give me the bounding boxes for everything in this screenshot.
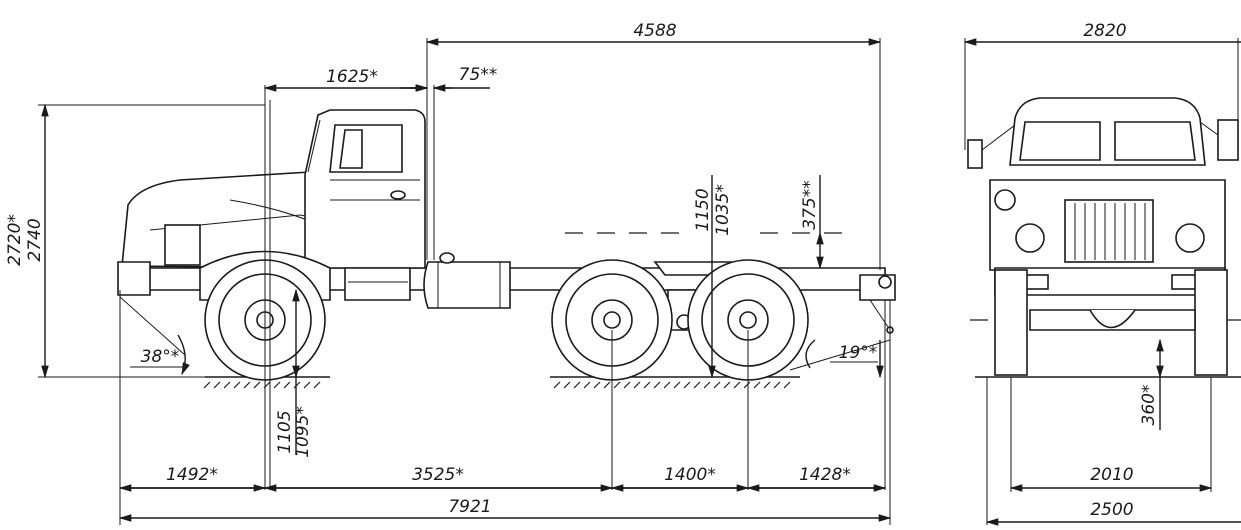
- dim-axle-clearance: 360*: [1139, 338, 1164, 430]
- coupling-height-2-label: 1035*: [713, 184, 733, 236]
- rear-overhang-label: 1428*: [799, 465, 851, 485]
- coupling-height-1-label: 1150: [693, 188, 713, 231]
- dim-clearance: 1105 1095*: [275, 288, 313, 458]
- dim-cab: 1625* 75**: [263, 65, 498, 92]
- bogie-spacing-label: 1400*: [664, 465, 716, 485]
- dim-overall-width: 2500: [985, 377, 1241, 526]
- front-left-tire: [994, 269, 1028, 376]
- dim-segments: 1492* 3525* 1400* 1428*: [118, 465, 887, 492]
- dim-frame-length: 4588: [425, 21, 882, 46]
- frame-length-label: 4588: [633, 21, 676, 41]
- fuel-tank: [423, 261, 511, 309]
- dim-departure-angle: 19°*: [805, 339, 884, 379]
- wheelbase-label: 3525*: [412, 465, 464, 485]
- right-mirror: [1217, 119, 1239, 161]
- right-headlight: [1175, 223, 1205, 253]
- dim-overall-length: 7921: [118, 497, 892, 522]
- overall-width-label: 2500: [1090, 500, 1133, 520]
- front-right-tire: [1194, 269, 1228, 376]
- left-headlight: [1015, 223, 1045, 253]
- dim-track-width: 2010: [1009, 377, 1213, 492]
- engine-hood: [121, 171, 331, 269]
- dim-frame-height: 375**: [800, 175, 824, 270]
- approach-angle-label: 38°*: [141, 347, 180, 367]
- side-view: 7921 1492* 3525* 1400* 1428* 4588 1625*: [5, 21, 896, 525]
- mirror-width-label: 2820: [1083, 21, 1126, 41]
- frame-height-label: 375**: [800, 180, 820, 229]
- dim-heights: 2720* 2740: [5, 103, 49, 379]
- truck-front: [967, 97, 1239, 376]
- cab-length-label: 1625*: [326, 67, 378, 87]
- dim-coupling: 1150 1035*: [693, 175, 733, 379]
- axle-clearance-label: 360*: [1139, 385, 1159, 426]
- clearance-2-label: 1095*: [293, 406, 313, 458]
- radiator-grille: [1064, 199, 1154, 263]
- height-loaded-label: 2720*: [5, 214, 25, 266]
- track-width-label: 2010: [1090, 465, 1133, 485]
- clearance-1-label: 1105: [275, 410, 295, 453]
- departure-angle-label: 19°*: [839, 343, 878, 363]
- front-bumper: [117, 261, 151, 296]
- dim-approach-angle: 38°*: [130, 334, 190, 376]
- rear-wheel: [687, 259, 809, 381]
- left-mirror: [967, 139, 983, 169]
- front-overhang-label: 1492*: [166, 465, 218, 485]
- ground-line: [203, 376, 800, 389]
- cab-steps: [344, 267, 411, 301]
- extension-lines: [38, 38, 891, 525]
- front-view: 2820: [963, 21, 1241, 526]
- truck-side: [117, 109, 896, 371]
- middle-wheel: [551, 259, 673, 381]
- height-total-label: 2740: [25, 218, 45, 261]
- overall-length-label: 7921: [448, 497, 491, 517]
- cab-gap-label: 75**: [459, 65, 498, 85]
